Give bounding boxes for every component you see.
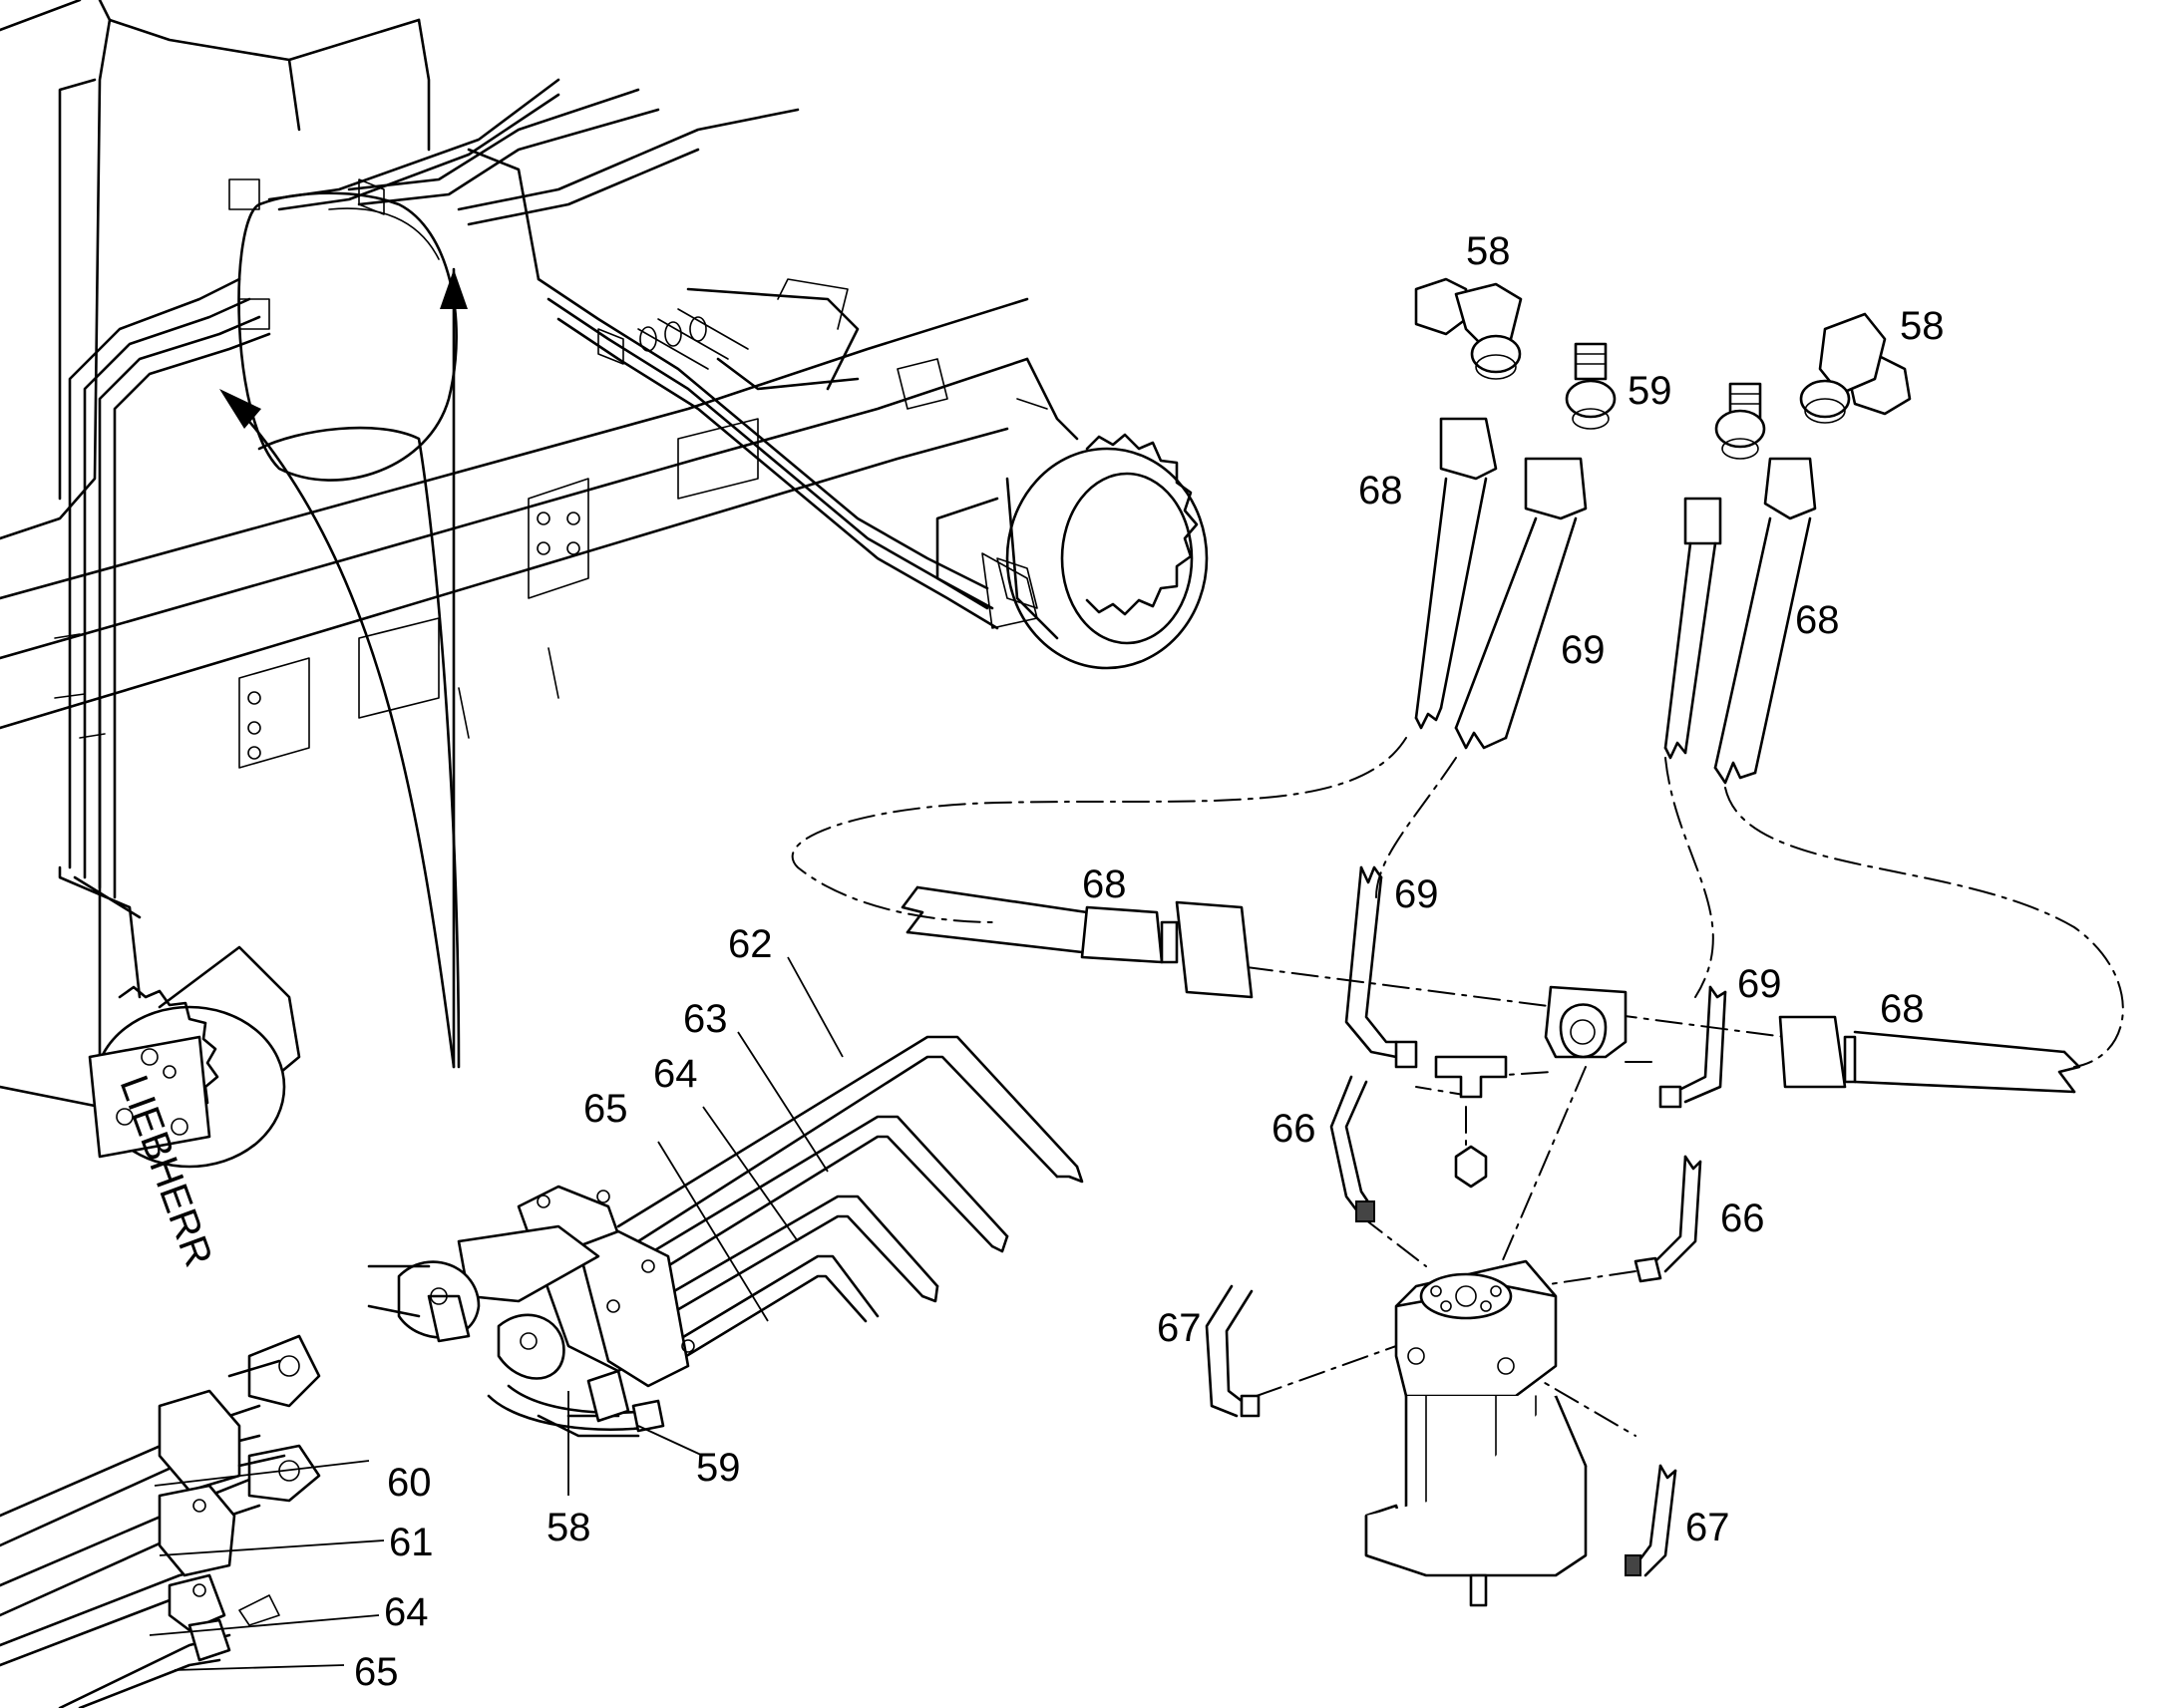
rotary-joint bbox=[1364, 1259, 1588, 1607]
callout-58-bottom: 58 bbox=[546, 1506, 591, 1549]
fitting-58-elbow-left bbox=[1414, 277, 1523, 380]
callout-66-left: 66 bbox=[1272, 1107, 1316, 1151]
callout-68-mid: 68 bbox=[1082, 862, 1127, 906]
crawler-carrier-frame bbox=[0, 0, 1079, 1109]
callout-58-top: 58 bbox=[1466, 229, 1511, 273]
callout-60: 60 bbox=[387, 1461, 432, 1505]
callout-68-right: 68 bbox=[1880, 987, 1925, 1031]
pipes-62-65-assembly bbox=[367, 1035, 1084, 1438]
callout-68-a: 68 bbox=[1358, 469, 1403, 512]
callout-65-mid: 65 bbox=[583, 1087, 628, 1131]
hose-66-right bbox=[1634, 1155, 1702, 1283]
travel-drive-sprocket-rear bbox=[935, 433, 1209, 670]
fitting-59-adapter-right bbox=[1714, 382, 1766, 460]
callout-labels: 58 58 59 68 69 68 68 69 69 68 62 63 64 6… bbox=[354, 229, 1945, 1694]
fitting-59-adapter-upper bbox=[1565, 342, 1617, 430]
hose-69-upper-left bbox=[1454, 457, 1588, 750]
hose-67-right bbox=[1625, 1464, 1677, 1577]
hose-69-mid bbox=[1344, 865, 1418, 1069]
hose-69-upper-right bbox=[1663, 497, 1722, 760]
callout-leader-lines bbox=[149, 956, 844, 1671]
hose-68-mid-left bbox=[901, 885, 1254, 999]
callout-62: 62 bbox=[728, 922, 773, 966]
carrier-hose-routing bbox=[54, 78, 1038, 999]
callout-68-b: 68 bbox=[1795, 598, 1840, 642]
callout-63: 63 bbox=[683, 997, 728, 1041]
callout-64-mid: 64 bbox=[653, 1052, 698, 1096]
callout-67-right: 67 bbox=[1685, 1506, 1730, 1549]
hose-67-left bbox=[1205, 1284, 1261, 1418]
pipes-60-61-lower bbox=[0, 1334, 321, 1708]
callout-66-right: 66 bbox=[1720, 1196, 1765, 1240]
fitting-58-elbow-right bbox=[1799, 312, 1912, 424]
callout-61: 61 bbox=[389, 1521, 434, 1564]
travel-drive-sprocket-front: LIEBHERR bbox=[88, 945, 301, 1272]
callout-59-bottom: 59 bbox=[696, 1446, 741, 1490]
tee-fitting-large bbox=[1544, 985, 1628, 1059]
hose-68-upper-right bbox=[1713, 457, 1817, 785]
callout-64-bottom: 64 bbox=[384, 1590, 429, 1634]
hose-68-right bbox=[1778, 1015, 2081, 1094]
callout-67-left: 67 bbox=[1157, 1306, 1202, 1350]
callout-58-topright: 58 bbox=[1900, 304, 1945, 348]
callout-65-bottom: 65 bbox=[354, 1650, 399, 1694]
tee-fitting bbox=[1434, 1055, 1508, 1189]
hose-69-right bbox=[1658, 985, 1727, 1109]
callout-69-a: 69 bbox=[1561, 628, 1606, 672]
hose-66-left bbox=[1329, 1075, 1375, 1222]
callout-69-mid: 69 bbox=[1394, 872, 1439, 916]
reference-arrows bbox=[219, 267, 468, 1069]
hose-68-upper-left bbox=[1414, 417, 1498, 730]
callout-59-top: 59 bbox=[1628, 369, 1672, 413]
callout-69-right: 69 bbox=[1737, 962, 1782, 1006]
